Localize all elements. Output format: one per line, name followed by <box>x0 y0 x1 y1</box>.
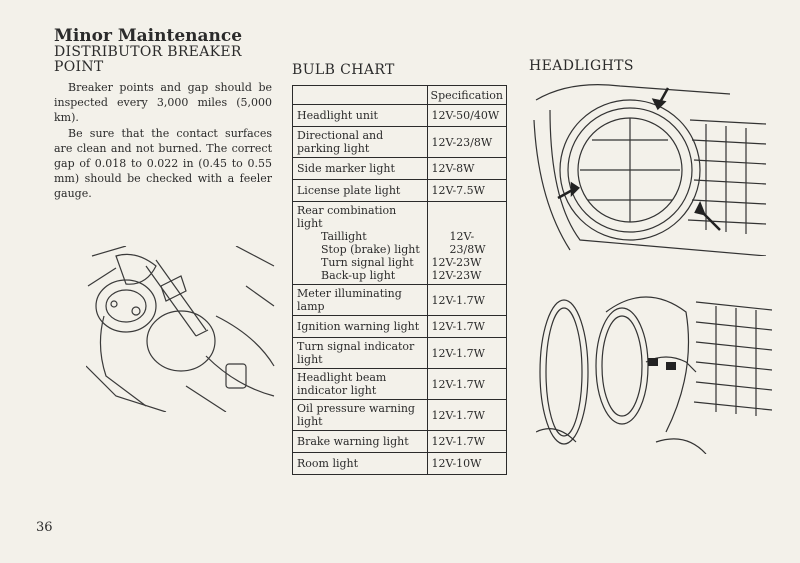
rear-item-turn-signal: Turn signal light <box>321 256 414 269</box>
rear-item-stop-light: Stop (brake) light <box>321 243 420 256</box>
rear-spec-backup: 12V-23W <box>431 269 482 282</box>
rear-item-backup: Back-up light <box>321 269 396 282</box>
subsection-title: DISTRIBUTOR BREAKER POINT <box>54 45 242 75</box>
paragraph-inspection: Breaker points and gap should be inspect… <box>54 81 272 125</box>
bulb-chart-heading: BULB CHART <box>292 62 395 78</box>
distributor-illustration <box>86 246 276 412</box>
maintenance-paragraphs: Breaker points and gap should be inspect… <box>54 80 272 202</box>
rear-spec-turn-signal: 12V-23W <box>431 256 482 269</box>
table-header-row: Specification <box>292 85 508 105</box>
page-number: 36 <box>36 520 53 535</box>
bleed-through-text <box>255 36 260 53</box>
rear-spec-stop-light: 23/8W <box>449 243 486 256</box>
table-row-rear-combination: Rear combination light Taillight Stop (b… <box>292 201 508 285</box>
subsection-title-line1: DISTRIBUTOR BREAKER <box>54 44 242 60</box>
section-title: Minor Maintenance <box>54 26 243 46</box>
headlight-removal-illustration <box>536 282 772 454</box>
table-header-specification: Specification <box>426 85 508 105</box>
rear-combination-title: Rear combination light <box>297 204 397 230</box>
headlights-heading: HEADLIGHTS <box>529 58 634 74</box>
paragraph-gap: Be sure that the contact surfaces are cl… <box>54 126 272 201</box>
subsection-title-line2: POINT <box>54 59 104 75</box>
headlight-mounted-illustration <box>530 80 766 256</box>
rear-spec-taillight: 12V- <box>449 230 475 243</box>
rear-item-taillight: Taillight <box>321 230 367 243</box>
table-header-blank <box>292 85 428 105</box>
